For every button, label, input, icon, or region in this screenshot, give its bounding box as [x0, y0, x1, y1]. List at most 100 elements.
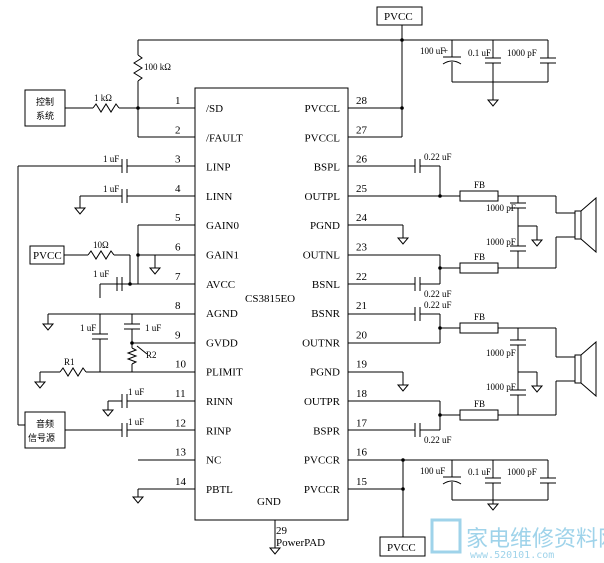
fb3-label: FB [474, 312, 485, 322]
right-pin-number: 26 [356, 154, 368, 166]
left-pin-label: PBTL [206, 484, 233, 496]
left-pin-group: 1/SD2/FAULT3LINP4LINN5GAIN06GAIN17AVCC8A… [175, 95, 243, 496]
right-pin-label: PVCCR [304, 484, 341, 496]
fb2-label: FB [474, 252, 485, 262]
speaker-right-cone [580, 340, 597, 398]
left-pin-label: /FAULT [206, 132, 243, 144]
r1-label: R1 [64, 357, 75, 367]
c-fb1-label: 1000 pF [486, 203, 516, 213]
r-sd-label: 1 kΩ [94, 93, 112, 103]
fb3-box [459, 322, 499, 334]
left-pin-label: LINP [206, 162, 230, 174]
r-avcc-label: 10Ω [93, 240, 109, 250]
right-pin-label: PGND [310, 367, 340, 379]
watermark-url: www.520101.com [470, 550, 554, 561]
right-pin-number: 22 [356, 271, 367, 283]
r2-label: R2 [146, 350, 157, 360]
right-pin-number: 19 [356, 359, 368, 371]
cap-top-1000pf-label: 1000 pF [507, 48, 537, 58]
cap-bot-01uf-label: 0.1 uF [468, 467, 491, 477]
cap-bot-100uf-label: 100 uF [420, 466, 445, 476]
right-pin-number: 18 [356, 388, 368, 400]
speaker-right-body [574, 354, 582, 384]
left-pin-label: GVDD [206, 337, 238, 349]
left-pin-number: 4 [175, 183, 181, 195]
pvcc-top-label: PVCC [384, 11, 413, 23]
fb4-box [459, 409, 499, 421]
left-pin-label: RINN [206, 396, 233, 408]
audio-line2: 信号源 [28, 432, 55, 443]
left-pin-label: LINN [206, 191, 232, 203]
c-gvdd-label: 1 uF [145, 323, 161, 333]
right-pin-label: PVCCR [304, 455, 341, 467]
right-pin-label: BSNR [311, 308, 340, 320]
right-pin-number: 15 [356, 476, 368, 488]
chip-gnd-label: GND [257, 496, 281, 508]
chip-name: CS3815EO [245, 293, 295, 305]
audio-line1: 音频 [36, 418, 54, 429]
right-pin-label: OUTNL [303, 250, 341, 262]
fb4-label: FB [474, 399, 485, 409]
fb1-box [459, 190, 499, 202]
right-pin-number: 21 [356, 300, 367, 312]
left-pin-number: 2 [175, 124, 181, 136]
left-pin-label: GAIN0 [206, 220, 239, 232]
right-pin-number: 27 [356, 124, 368, 136]
right-pin-label: BSPR [313, 425, 341, 437]
left-pin-number: 1 [175, 95, 181, 107]
left-pin-label: GAIN1 [206, 250, 239, 262]
right-pin-label: PGND [310, 220, 340, 232]
left-pin-label: NC [206, 455, 221, 467]
control-line1: 控制 [36, 96, 54, 107]
left-pin-number: 7 [175, 271, 181, 283]
pvcc-bottom-label: PVCC [387, 542, 416, 554]
right-pin-label: PVCCL [305, 103, 341, 115]
right-pin-label: OUTNR [302, 337, 341, 349]
c-agnd-label: 1 uF [80, 323, 96, 333]
right-pin-number: 17 [356, 417, 368, 429]
c-linn-label: 1 uF [103, 184, 119, 194]
right-pin-number: 24 [356, 212, 368, 224]
left-pin-label: AGND [206, 308, 238, 320]
right-pin-label: OUTPR [304, 396, 341, 408]
watermark-text: 家电维修资料网 [466, 527, 604, 552]
cap-top-100uf-label: 100 uF [420, 46, 445, 56]
left-pin-label: /SD [206, 103, 223, 115]
speaker-left-body [574, 210, 582, 240]
speaker-left-cone [580, 196, 597, 254]
pvcc-bottom-box [379, 536, 426, 557]
c-bsnl-label: 0.22 uF [424, 289, 452, 299]
c-bspl-label: 0.22 uF [424, 152, 452, 162]
chip-body [194, 87, 349, 521]
left-pin-label: PLIMIT [206, 367, 243, 379]
fb1-label: FB [474, 180, 485, 190]
left-pin-number: 6 [175, 242, 181, 254]
left-pin-label: AVCC [206, 279, 235, 291]
c-bspr-label: 0.22 uF [424, 435, 452, 445]
left-pin-number: 8 [175, 300, 181, 312]
pad-number: 29 [276, 525, 288, 537]
fb2-box [459, 262, 499, 274]
pvcc-left-label: PVCC [33, 250, 62, 262]
cap-bot-1000pf-label: 1000 pF [507, 467, 537, 477]
cap-top-01uf-label: 0.1 uF [468, 48, 491, 58]
left-pin-label: RINP [206, 425, 231, 437]
right-pin-label: BSPL [314, 162, 341, 174]
right-pin-number: 23 [356, 242, 368, 254]
left-pin-number: 11 [175, 388, 186, 400]
right-pin-label: OUTPL [305, 191, 341, 203]
right-pin-number: 28 [356, 95, 368, 107]
c-bsnr-label: 0.22 uF [424, 300, 452, 310]
left-pin-number: 3 [175, 154, 181, 166]
c-rinn-label: 1 uF [128, 387, 144, 397]
c-linp-label: 1 uF [103, 154, 119, 164]
control-line2: 系统 [36, 110, 54, 121]
right-pin-number: 16 [356, 447, 368, 459]
watermark: 家电维修资料网 www.520101.com [430, 518, 604, 561]
left-pin-number: 13 [175, 447, 187, 459]
left-pin-number: 14 [175, 476, 187, 488]
right-pin-number: 20 [356, 329, 368, 341]
c-avcc-label: 1 uF [93, 269, 109, 279]
pvcc-top-box [376, 6, 423, 26]
